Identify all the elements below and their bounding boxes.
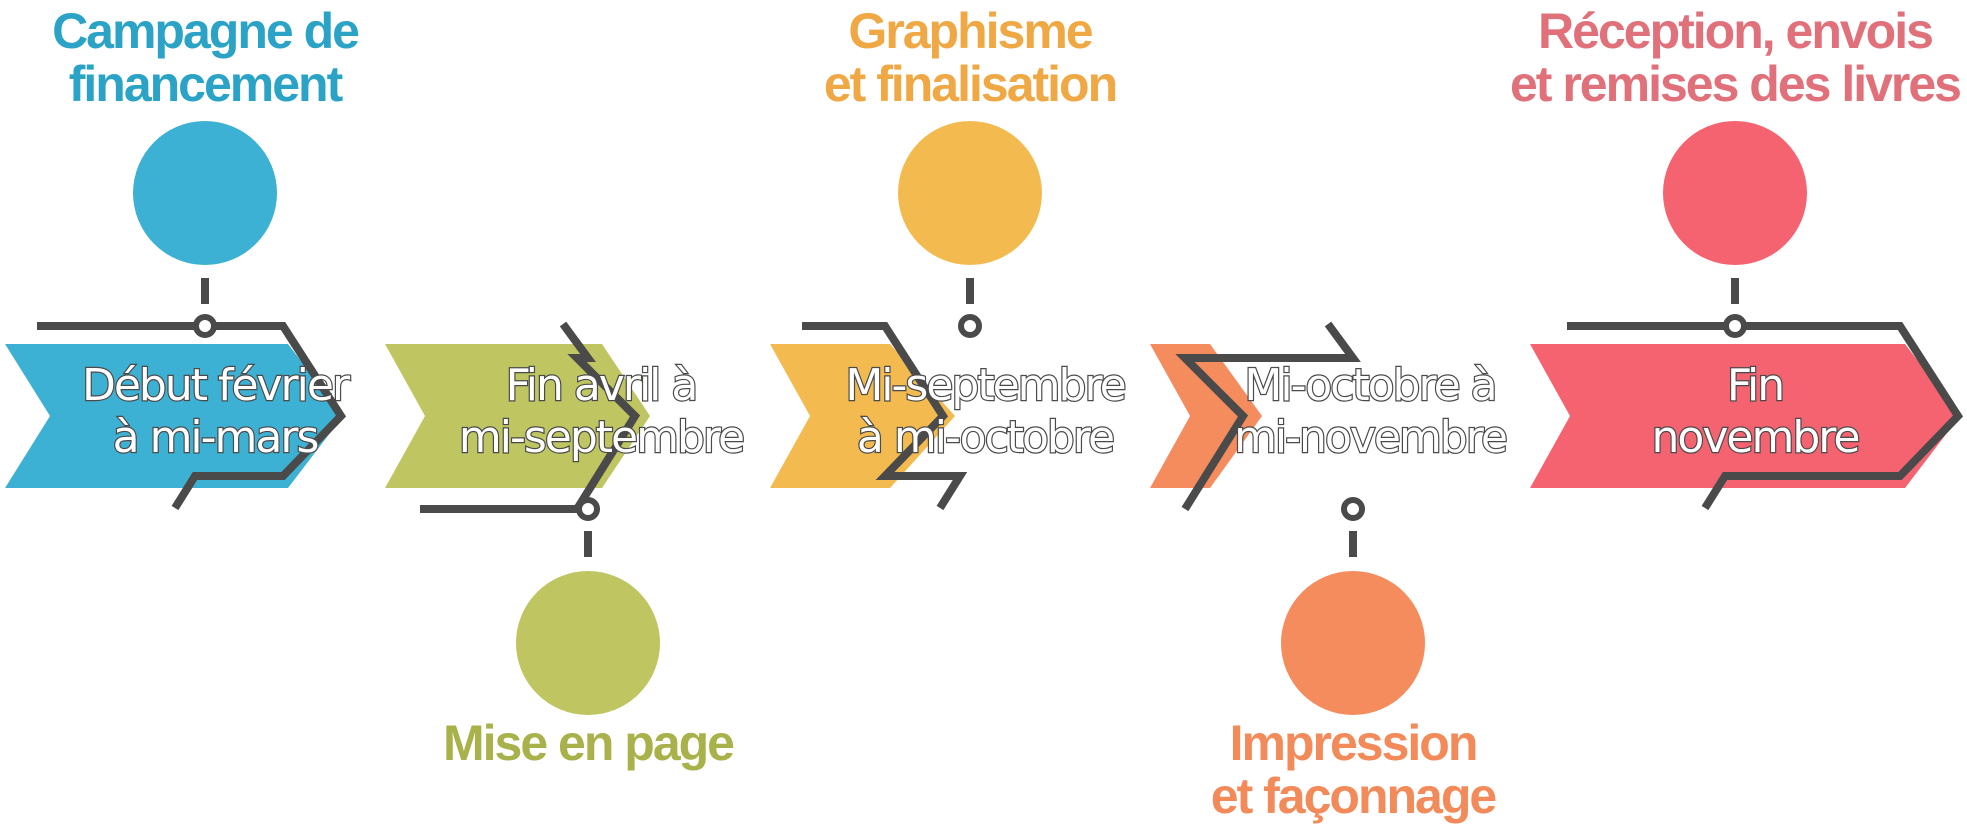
- stage-circle-2: [516, 571, 660, 715]
- stage-period-2-line-1: Fin avril à: [506, 360, 697, 411]
- stage-title-2-line-1: Mise en page: [443, 715, 734, 771]
- stage-title-4-line-2: et façonnage: [1211, 768, 1497, 824]
- stage-circle-5: [1663, 121, 1807, 265]
- chevrons-layer: [5, 344, 1960, 488]
- stage-period-4-line-2: mi-novembre: [1234, 412, 1506, 463]
- stage-chevron-4: [1150, 344, 1262, 488]
- stage-node-1: [193, 314, 217, 338]
- stage-title-1-line-2: financement: [69, 56, 344, 112]
- stage-title-4-line-1: Impression: [1230, 715, 1477, 771]
- stage-chevron-5: [1530, 344, 1960, 488]
- stage-period-1-line-1: Début février: [82, 360, 351, 411]
- stage-node-3: [958, 314, 982, 338]
- stage-chevron-1: [5, 344, 343, 488]
- stage-period-3-line-2: à mi-octobre: [857, 412, 1113, 463]
- stage-connector-3: [802, 322, 968, 511]
- stage-period-5-line-2: novembre: [1652, 412, 1859, 463]
- stage-period-2-line-2: mi-septembre: [459, 412, 743, 463]
- stage-circle-1: [133, 121, 277, 265]
- stage-node-4: [1341, 497, 1365, 521]
- stage-title-5-line-1: Réception, envois: [1538, 3, 1932, 59]
- stage-title-3-line-1: Graphisme: [848, 3, 1092, 59]
- stage-circle-4: [1281, 571, 1425, 715]
- stage-connector-2: [420, 321, 641, 513]
- stage-connector-1: [37, 322, 347, 511]
- connectors-layer: [37, 278, 1964, 557]
- stage-period-1-line-2: à mi-mars: [113, 412, 318, 463]
- circles-layer: [133, 121, 1807, 715]
- stage-chevron-2: [385, 344, 650, 488]
- stage-title-1-line-1: Campagne de: [52, 3, 359, 59]
- stage-connector-4: [1175, 321, 1361, 512]
- stage-period-3-line-1: Mi-septembre: [845, 360, 1124, 411]
- stage-connector-5: [1567, 322, 1964, 511]
- stage-circle-3: [898, 121, 1042, 265]
- stage-period-4-line-1: Mi-octobre à: [1244, 360, 1495, 411]
- stage-period-5-line-1: Fin: [1727, 360, 1783, 411]
- stage-node-2: [576, 497, 600, 521]
- stage-node-5: [1723, 314, 1747, 338]
- stage-title-3-line-2: et finalisation: [824, 56, 1116, 112]
- stage-title-5-line-2: et remises des livres: [1510, 56, 1960, 112]
